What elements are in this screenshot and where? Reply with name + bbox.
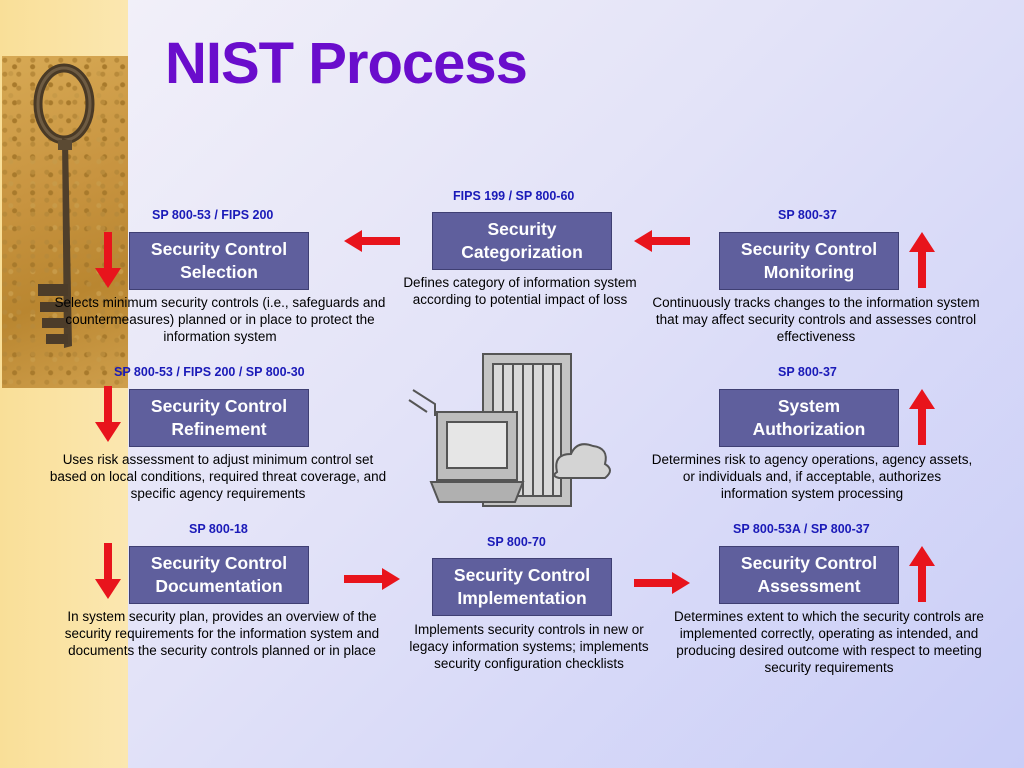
arrow-down-icon: [95, 543, 121, 599]
computer-system-icon: [408, 353, 611, 507]
arrow-right-icon: [344, 568, 400, 590]
arrow-up-icon: [909, 232, 935, 288]
monitoring-description: Continuously tracks changes to the infor…: [652, 295, 980, 344]
documentation-reference: SP 800-18: [189, 522, 248, 536]
assessment-description: Determines extent to which the security …: [674, 609, 984, 675]
arrow-down-icon: [95, 232, 121, 288]
page-title: NIST Process: [165, 31, 528, 96]
documentation-description: In system security plan, provides an ove…: [64, 609, 380, 658]
authorization-box: System Authorization: [719, 389, 899, 447]
key-icon: [33, 63, 95, 348]
monitoring-box: Security Control Monitoring: [719, 232, 899, 290]
authorization-description: Determines risk to agency operations, ag…: [651, 452, 973, 501]
implementation-description: Implements security controls in new or l…: [409, 622, 649, 671]
monitoring-reference: SP 800-37: [778, 208, 837, 222]
arrow-up-icon: [909, 546, 935, 602]
categorization-description: Defines category of information system a…: [403, 275, 637, 307]
assessment-reference: SP 800-53A / SP 800-37: [733, 522, 870, 536]
selection-box: Security Control Selection: [129, 232, 309, 290]
selection-reference: SP 800-53 / FIPS 200: [152, 208, 274, 222]
assessment-box: Security Control Assessment: [719, 546, 899, 604]
arrow-up-icon: [909, 389, 935, 445]
authorization-reference: SP 800-37: [778, 365, 837, 379]
arrow-down-icon: [95, 386, 121, 442]
refinement-box: Security Control Refinement: [129, 389, 309, 447]
selection-description: Selects minimum security controls (i.e.,…: [54, 295, 386, 344]
arrow-right-icon: [634, 572, 690, 594]
arrow-left-icon: [634, 230, 690, 252]
refinement-description: Uses risk assessment to adjust minimum c…: [49, 452, 387, 501]
categorization-reference: FIPS 199 / SP 800-60: [453, 189, 575, 203]
categorization-box: Security Categorization: [432, 212, 612, 270]
key-image: [2, 56, 128, 388]
implementation-reference: SP 800-70: [487, 535, 546, 549]
documentation-box: Security Control Documentation: [129, 546, 309, 604]
implementation-box: Security Control Implementation: [432, 558, 612, 616]
refinement-reference: SP 800-53 / FIPS 200 / SP 800-30: [114, 365, 305, 379]
arrow-left-icon: [344, 230, 400, 252]
